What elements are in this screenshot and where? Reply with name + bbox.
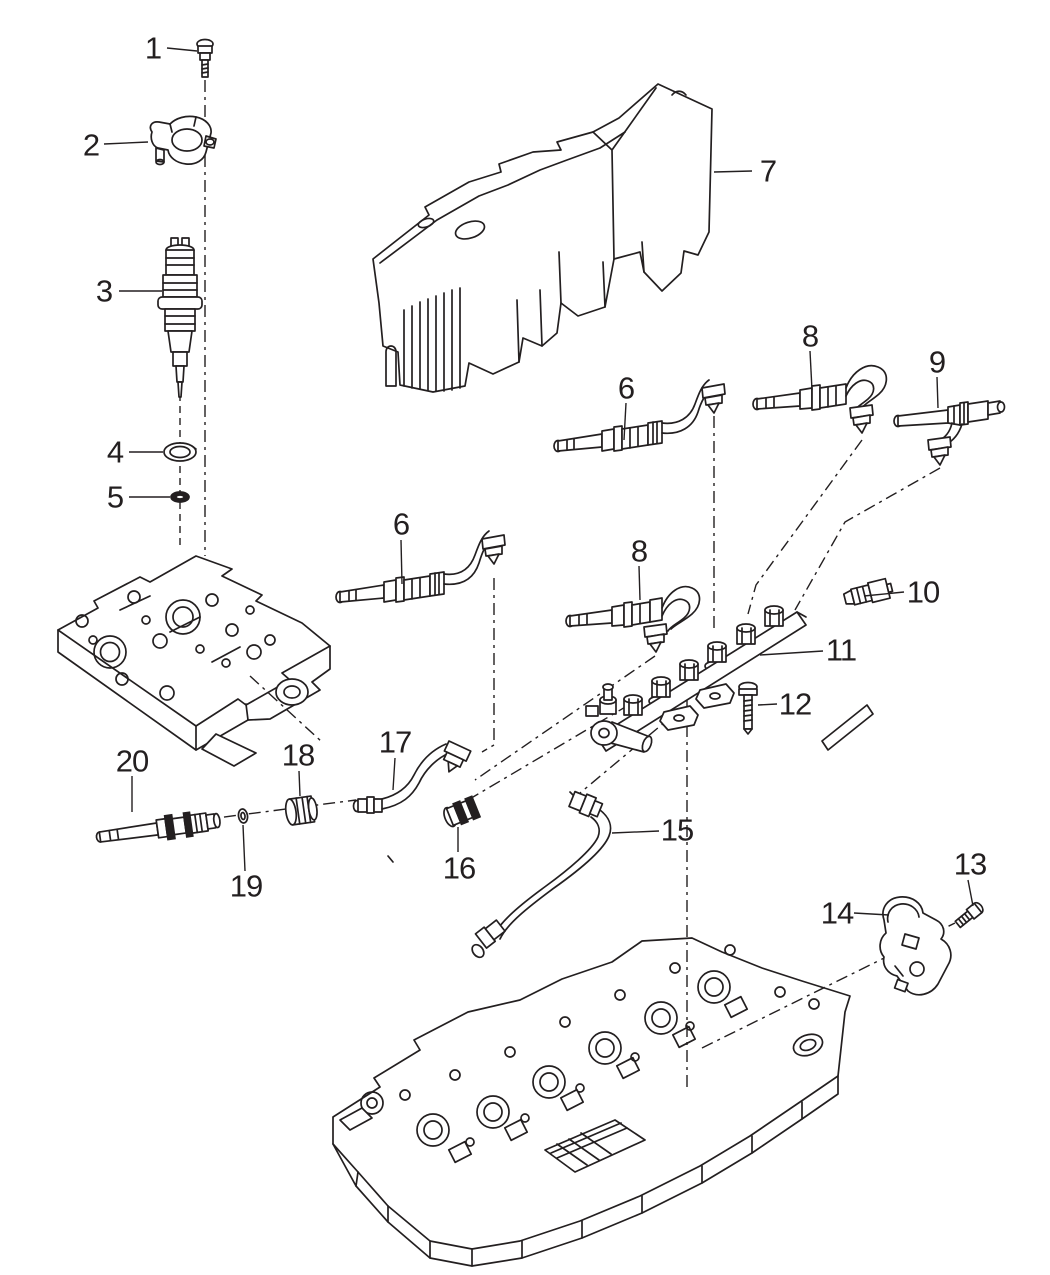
callout-fuel-line-noise-cover[interactable]: 7	[759, 153, 777, 189]
leader-fuel-supply-line-tee	[936, 376, 939, 409]
part-support-bracket	[879, 896, 952, 996]
leader-injector-clamp-bolt	[166, 47, 198, 52]
part-noise-cover	[372, 83, 713, 393]
callout-bracket-bolt[interactable]: 13	[953, 846, 987, 882]
part-injector-o-ring	[170, 491, 190, 503]
callout-fuel-return-line[interactable]: 15	[660, 812, 694, 848]
callout-fuel-supply-line-front[interactable]: 6	[617, 370, 635, 406]
leader-fuel-rail-bolt	[757, 703, 778, 706]
part-fuel-return-line	[471, 790, 612, 959]
part-fuel-supply-line-tee	[893, 400, 1006, 466]
callout-injector-sealing-washer[interactable]: 4	[106, 434, 124, 470]
callout-rail-pressure-sensor[interactable]: 10	[906, 574, 940, 610]
callout-fuel-rail[interactable]: 11	[825, 632, 857, 668]
part-fitting-cap	[443, 795, 482, 828]
leader-fuel-supply-line-front	[623, 402, 627, 441]
leader-rail-pressure-sensor	[863, 591, 905, 597]
part-connector-tube-nut	[284, 795, 318, 826]
leader-support-bracket	[853, 912, 890, 916]
part-fuel-drain-tube	[352, 740, 472, 814]
part-fuel-supply-line-rear	[335, 530, 506, 604]
part-injector-hold-down-clamp	[149, 115, 217, 166]
part-rail-spacer-strip	[821, 704, 874, 751]
callout-fuel-drain-tube[interactable]: 17	[378, 724, 412, 760]
part-injector-sealing-washer	[163, 442, 197, 462]
leader-fuel-supply-line-rear	[400, 539, 403, 585]
leader-injector-hold-down-clamp	[103, 141, 149, 145]
leader-fuel-drain-tube	[392, 757, 396, 791]
callout-fuel-connector-tube[interactable]: 20	[115, 743, 149, 779]
part-fuel-rail-bolt	[738, 681, 758, 735]
part-fuel-supply-line-front	[553, 379, 726, 453]
callout-fuel-rail-bolt[interactable]: 12	[778, 686, 812, 722]
callout-injector-clamp-bolt[interactable]: 1	[144, 30, 162, 66]
part-fuel-connector-tube	[95, 811, 221, 843]
part-cylinder-head-rear	[332, 937, 851, 1267]
callout-connector-tube-o-ring[interactable]: 19	[229, 868, 263, 904]
callout-connector-tube-nut[interactable]: 18	[281, 737, 315, 773]
leader-fuel-supply-line-loop-front	[809, 350, 813, 391]
part-fuel-injector	[157, 237, 203, 398]
part-fuel-supply-line-loop-front	[752, 364, 888, 434]
leader-fuel-return-line	[611, 830, 660, 834]
leader-bracket-bolt	[967, 879, 974, 907]
callout-fuel-supply-line-loop-rear[interactable]: 8	[630, 533, 648, 569]
callout-fuel-supply-line-tee[interactable]: 9	[928, 344, 946, 380]
part-bracket-bolt	[954, 901, 984, 929]
callout-injector-hold-down-clamp[interactable]: 2	[82, 127, 100, 163]
callout-injector-o-ring[interactable]: 5	[106, 479, 124, 515]
callout-fitting-cap[interactable]: 16	[442, 850, 476, 886]
part-rail-pressure-sensor	[842, 577, 894, 606]
callout-support-bracket[interactable]: 14	[820, 895, 854, 931]
part-connector-tube-o-ring	[237, 808, 249, 824]
part-cylinder-head-front	[57, 555, 331, 767]
leader-fuel-line-noise-cover	[713, 170, 753, 173]
part-fuel-rail	[585, 605, 807, 753]
callout-fuel-supply-line-loop-front[interactable]: 8	[801, 318, 819, 354]
leader-fuel-supply-line-loop-rear	[638, 565, 641, 601]
leader-lines	[103, 47, 974, 916]
leader-connector-tube-nut	[298, 770, 301, 797]
part-injector-clamp-bolt	[196, 38, 214, 78]
leader-connector-tube-o-ring	[242, 824, 246, 872]
leader-fuel-rail	[759, 650, 824, 656]
callout-fuel-injector[interactable]: 3	[95, 273, 113, 309]
callout-fuel-supply-line-rear[interactable]: 6	[392, 506, 410, 542]
part-fuel-supply-line-loop-rear	[565, 585, 701, 653]
